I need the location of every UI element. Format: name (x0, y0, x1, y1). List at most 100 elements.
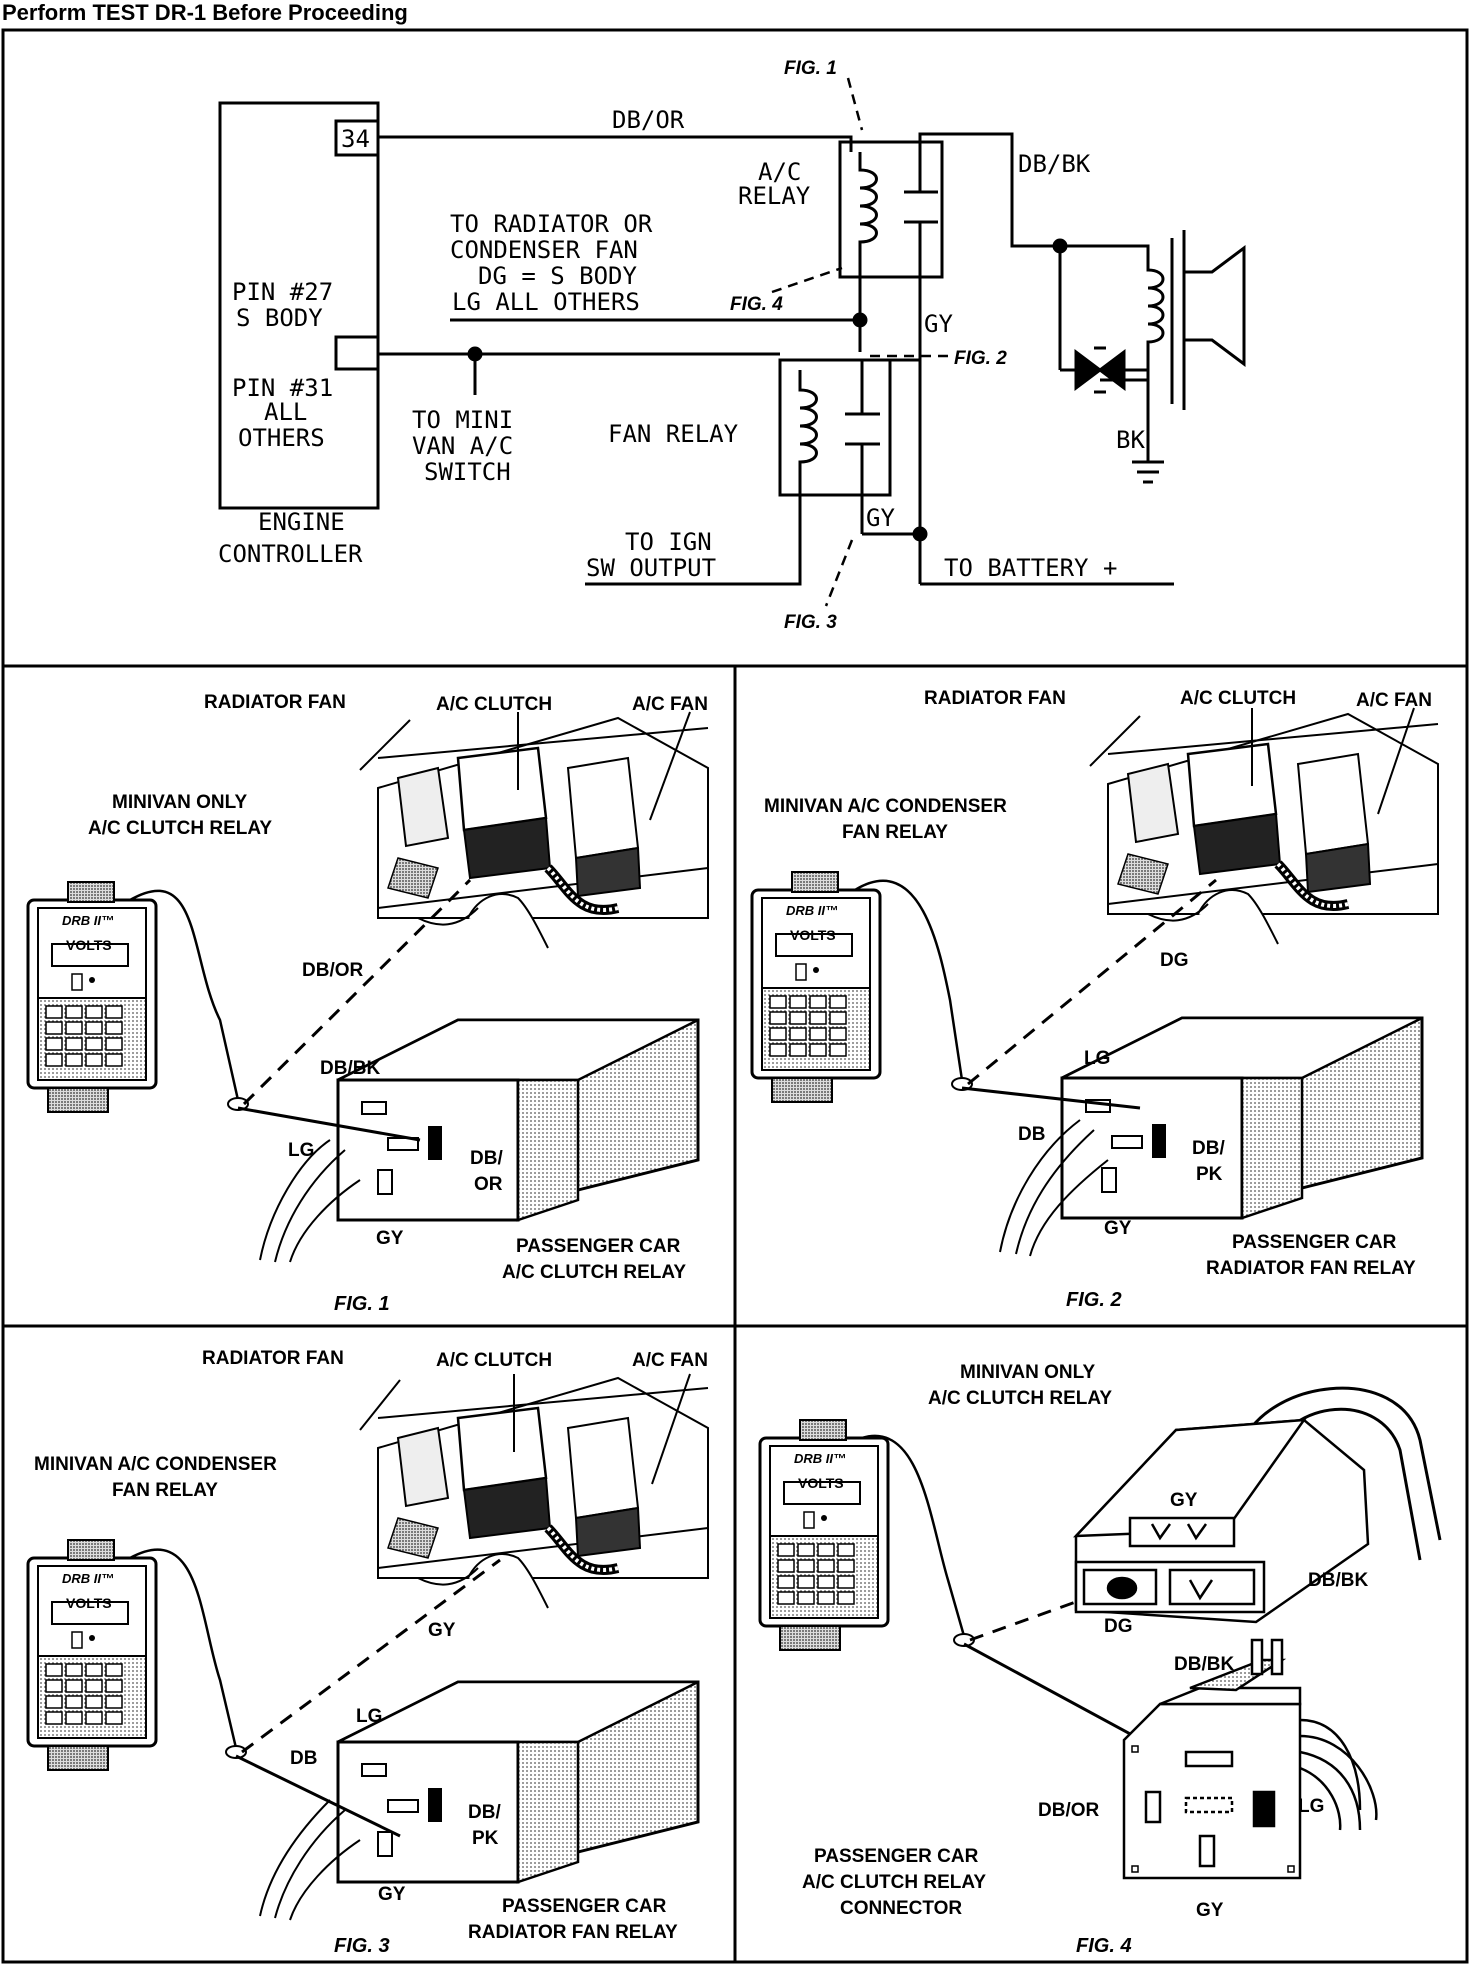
controller-label-1: ENGINE (258, 508, 345, 536)
p2-note-2: FAN RELAY (842, 822, 948, 843)
p1-note-1: MINIVAN ONLY (112, 792, 247, 813)
diode-left (1074, 349, 1103, 391)
pin-34-label: 34 (341, 125, 370, 153)
panel-fig4-frame (733, 1324, 1469, 1964)
pin27-line2: S BODY (236, 304, 323, 332)
p4-caption-1: PASSENGER CAR (814, 1846, 979, 1867)
p1-radiator-fan: RADIATOR FAN (204, 692, 346, 713)
meter-display-4: VOLTS (798, 1475, 844, 1491)
p4-fig: FIG. 4 (1076, 1935, 1132, 1957)
p3-note-2: FAN RELAY (112, 1480, 218, 1501)
pin31-line2: ALL (264, 398, 307, 426)
p3-pin-bottom: GY (378, 1884, 406, 1905)
to-ign-2: SW OUTPUT (586, 554, 716, 582)
relay-block-2 (1060, 1016, 1424, 1220)
p2-fig: FIG. 2 (1066, 1289, 1122, 1311)
minivan-connector (1072, 1386, 1442, 1624)
p2-probe-wire: DG (1160, 950, 1189, 971)
schem-fig1: FIG. 1 (784, 58, 837, 79)
p2-ac-clutch: A/C CLUTCH (1180, 688, 1296, 709)
schematic (218, 101, 1246, 586)
p2-caption-1: PASSENGER CAR (1232, 1232, 1397, 1253)
wire-gy-upper-label: GY (924, 310, 953, 338)
p4-conn-gy: GY (1170, 1490, 1198, 1511)
p1-caption-1: PASSENGER CAR (516, 1236, 681, 1257)
to-radiator-4: LG ALL OTHERS (452, 288, 640, 316)
p2-pin-right-2: PK (1196, 1164, 1223, 1185)
meter-brand-1: DRB II™ (62, 913, 114, 928)
p1-pin-right-2: OR (474, 1174, 503, 1195)
meter-brand-3: DRB II™ (62, 1571, 114, 1586)
fan-relay-label: FAN RELAY (608, 420, 739, 448)
p1-pin-left: LG (288, 1140, 314, 1161)
p1-probe-wire: DB/OR (302, 960, 364, 981)
schem-fig2: FIG. 2 (954, 348, 1007, 369)
meter-display-1: VOLTS (66, 937, 112, 953)
p1-note-2: A/C CLUTCH RELAY (88, 818, 272, 839)
schem-fig4: FIG. 4 (730, 294, 783, 315)
panel-fig3: DRB II™ VOLTS RADIATOR FAN A/C CLUTCH A/… (26, 1348, 708, 1957)
schem-fig3: FIG. 3 (784, 612, 837, 633)
wire-gy-lower-label: GY (866, 504, 895, 532)
wire-db-bk-label: DB/BK (1018, 150, 1091, 178)
p3-pin-top: LG (356, 1706, 382, 1727)
p2-pin-left: DB (1018, 1124, 1045, 1145)
p1-pin-right-1: DB/ (470, 1148, 503, 1169)
panel-fig2: DRB II™ VOLTS RADIATOR FAN A/C CLUTCH A/… (750, 688, 1438, 1311)
probe-lead-3 (129, 1548, 238, 1749)
panel-fig4: DRB II™ VOLTS (758, 1362, 1442, 1957)
p3-pin-left: DB (290, 1748, 317, 1769)
wire-db-bk (918, 132, 1060, 248)
p3-pin-right-1: DB/ (468, 1802, 501, 1823)
p3-pin-right-2: PK (472, 1828, 499, 1849)
p4-sq-top: DB/BK (1174, 1654, 1234, 1675)
p3-fig: FIG. 3 (334, 1935, 390, 1957)
meter-brand-4: DRB II™ (794, 1451, 846, 1466)
pin27-line1: PIN #27 (232, 278, 333, 306)
p4-conn-dbbk: DB/BK (1308, 1570, 1368, 1591)
schematic-fig-labels: FIG. 1 FIG. 4 FIG. 2 FIG. 3 (730, 58, 1007, 633)
p3-caption-2: RADIATOR FAN RELAY (468, 1922, 678, 1943)
controller-label-2: CONTROLLER (218, 540, 363, 568)
pin-27-31-box (334, 335, 380, 371)
header-title: Perform TEST DR-1 Before Proceeding (2, 0, 408, 25)
p1-caption-2: A/C CLUTCH RELAY (502, 1262, 686, 1283)
p4-conn-dg: DG (1104, 1616, 1133, 1637)
p3-ac-clutch: A/C CLUTCH (436, 1350, 552, 1371)
relay-block-3 (336, 1680, 700, 1884)
p2-note-1: MINIVAN A/C CONDENSER (764, 796, 1007, 817)
to-radiator-2: CONDENSER FAN (450, 236, 638, 264)
p3-note-1: MINIVAN A/C CONDENSER (34, 1454, 277, 1475)
ac-relay-box (838, 140, 944, 279)
p2-pin-right-1: DB/ (1192, 1138, 1225, 1159)
ac-relay-label-1: A/C (758, 158, 801, 186)
ac-relay-label-2: RELAY (738, 182, 811, 210)
p1-ac-clutch: A/C CLUTCH (436, 694, 552, 715)
p4-note-1: MINIVAN ONLY (960, 1362, 1095, 1383)
meter-brand-2: DRB II™ (786, 903, 838, 918)
diode-right (1097, 349, 1126, 391)
to-minivan-1: TO MINI (412, 406, 513, 434)
pin31-line3: OTHERS (238, 424, 325, 452)
p2-caption-2: RADIATOR FAN RELAY (1206, 1258, 1416, 1279)
p4-caption-2: A/C CLUTCH RELAY (802, 1872, 986, 1893)
p2-pin-top: LG (1084, 1048, 1110, 1069)
wire-bk-label: BK (1116, 426, 1145, 454)
p3-radiator-fan: RADIATOR FAN (202, 1348, 344, 1369)
schematic-labels: 34 DB/OR DB/BK A/C RELAY TO RADIATOR OR … (218, 106, 1145, 582)
pin31-line1: PIN #31 (232, 374, 333, 402)
probe-lead-2 (854, 879, 964, 1081)
p1-fig: FIG. 1 (334, 1293, 390, 1315)
wire-db-or (378, 135, 853, 152)
relay-block-1 (336, 1018, 700, 1222)
meter-display-2: VOLTS (790, 927, 836, 943)
engine-bay-1 (378, 718, 708, 948)
p1-pin-top: DB/BK (320, 1058, 380, 1079)
ac-relay-coil (858, 152, 878, 266)
wire-db-or-label: DB/OR (612, 106, 685, 134)
to-radiator-3: DG = S BODY (478, 262, 637, 290)
passenger-connector (1122, 1638, 1378, 1880)
p1-ac-fan: A/C FAN (632, 694, 708, 715)
